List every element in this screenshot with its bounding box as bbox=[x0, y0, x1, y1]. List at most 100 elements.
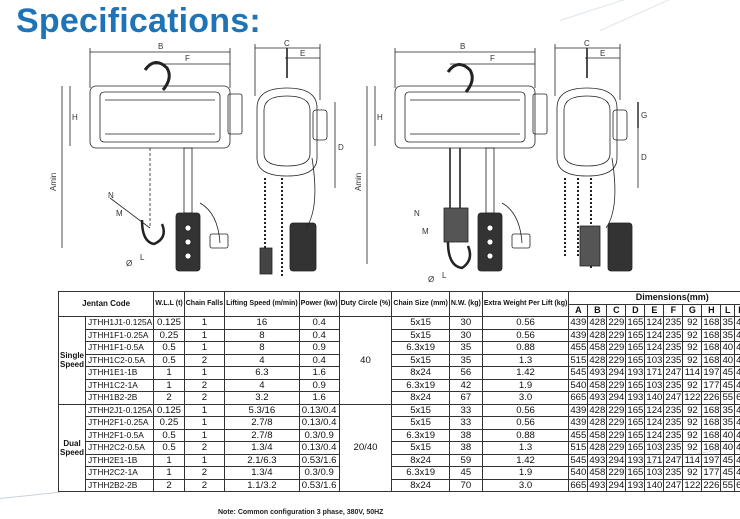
net-weight-value: 35 bbox=[448, 353, 483, 367]
extra-weight-value: 0.88 bbox=[481, 341, 570, 355]
chain-falls-value: 2 bbox=[183, 466, 226, 480]
dimension-l-value: 45 bbox=[720, 466, 736, 480]
dimension-l-value: 55 bbox=[720, 391, 736, 405]
dimension-l-value: 35 bbox=[720, 328, 736, 342]
dimension-d-value: 165 bbox=[625, 416, 646, 430]
dimension-h-value: 168 bbox=[701, 416, 722, 430]
dim-label-f: F bbox=[185, 54, 190, 63]
dimension-a-value: 455 bbox=[568, 428, 589, 442]
dimension-k-value: 45 bbox=[734, 441, 740, 455]
dimension-l-value: 40 bbox=[720, 341, 736, 355]
lifting-speed-value: 16 bbox=[224, 316, 300, 330]
extra-weight-value: 3.0 bbox=[481, 391, 570, 405]
dim-label-phi: Ø bbox=[126, 259, 132, 268]
dimension-b-value: 493 bbox=[587, 366, 608, 380]
model-code: JTHH1F1-0.25A bbox=[85, 328, 155, 342]
dimension-f-value: 235 bbox=[663, 378, 684, 392]
lifting-speed-value: 1.3/4 bbox=[224, 441, 300, 455]
dim-label-b: B bbox=[158, 42, 163, 51]
power-value: 0.4 bbox=[298, 316, 340, 330]
chain-falls-value: 2 bbox=[183, 441, 226, 455]
dim-label-f-right: F bbox=[490, 54, 495, 63]
dimension-columns-row: ABCDEFGHLKMN bbox=[59, 303, 740, 317]
dimension-f-value: 247 bbox=[663, 366, 684, 380]
dim-label-c-right: C bbox=[584, 39, 590, 48]
dimension-e-value: 124 bbox=[644, 316, 665, 330]
dimension-b-value: 428 bbox=[587, 416, 608, 430]
lifting-speed-value: 3.2 bbox=[224, 391, 300, 405]
header-falls: Chain Falls bbox=[183, 291, 226, 317]
model-code: JTHH1B2-2B bbox=[85, 391, 155, 405]
dimension-l-value: 35 bbox=[720, 416, 736, 430]
dimension-c-value: 229 bbox=[606, 466, 627, 480]
hoist-drawings: B F H Amin N M L Ø C E D bbox=[50, 39, 647, 284]
wll-value: 2 bbox=[153, 391, 185, 405]
net-weight-value: 33 bbox=[448, 416, 483, 430]
chain-size-value: 8x24 bbox=[391, 453, 450, 467]
chain-size-value: 6.3x19 bbox=[391, 466, 450, 480]
dimension-g-value: 92 bbox=[682, 316, 703, 330]
dimension-l-value: 35 bbox=[720, 403, 736, 417]
wll-value: 2 bbox=[153, 478, 185, 492]
dimension-header-g: G bbox=[682, 303, 703, 317]
dimension-f-value: 235 bbox=[663, 428, 684, 442]
dim-label-phi-right: Ø bbox=[428, 275, 434, 284]
extra-weight-value: 0.56 bbox=[481, 416, 570, 430]
power-value: 0.13/0.4 bbox=[298, 403, 340, 417]
dimension-b-value: 493 bbox=[587, 478, 608, 492]
dimension-h-value: 168 bbox=[701, 353, 722, 367]
dimension-c-value: 229 bbox=[606, 353, 627, 367]
dimension-l-value: 45 bbox=[720, 453, 736, 467]
dimension-a-value: 515 bbox=[568, 441, 589, 455]
specifications-table: Jentan Code W.L.L (t) Chain Falls Liftin… bbox=[57, 291, 740, 492]
dimension-e-value: 171 bbox=[644, 366, 665, 380]
dimension-g-value: 92 bbox=[682, 466, 703, 480]
dimension-c-value: 294 bbox=[606, 453, 627, 467]
dimension-g-value: 92 bbox=[682, 353, 703, 367]
wll-value: 0.5 bbox=[153, 353, 185, 367]
chain-size-value: 6.3x19 bbox=[391, 378, 450, 392]
dimension-k-value: 45 bbox=[734, 428, 740, 442]
wll-value: 1 bbox=[153, 378, 185, 392]
dimension-g-value: 92 bbox=[682, 328, 703, 342]
extra-weight-value: 3.0 bbox=[481, 478, 570, 492]
dimension-k-value: 49 bbox=[734, 453, 740, 467]
dimension-e-value: 103 bbox=[644, 353, 665, 367]
dimension-d-value: 165 bbox=[625, 353, 646, 367]
dimension-header-e: E bbox=[644, 303, 665, 317]
chain-size-value: 6.3x19 bbox=[391, 428, 450, 442]
dimension-k-value: 64 bbox=[734, 478, 740, 492]
dimension-header-k: K bbox=[734, 303, 740, 317]
dimension-f-value: 235 bbox=[663, 403, 684, 417]
chain-falls-value: 1 bbox=[183, 366, 226, 380]
dimension-f-value: 247 bbox=[663, 391, 684, 405]
lifting-speed-value: 6.3 bbox=[224, 366, 300, 380]
dimension-d-value: 165 bbox=[625, 466, 646, 480]
model-code: JTHH2B2-2B bbox=[85, 478, 155, 492]
dimension-e-value: 140 bbox=[644, 478, 665, 492]
dimension-g-value: 92 bbox=[682, 403, 703, 417]
model-code: JTHH2F1-0.25A bbox=[85, 416, 155, 430]
dimension-f-value: 235 bbox=[663, 316, 684, 330]
chain-size-value: 8x24 bbox=[391, 391, 450, 405]
header-dimensions: Dimensions(mm) bbox=[568, 291, 740, 305]
chain-size-value: 5x15 bbox=[391, 441, 450, 455]
dimension-header-d: D bbox=[625, 303, 646, 317]
dimension-d-value: 165 bbox=[625, 341, 646, 355]
chain-size-value: 5x15 bbox=[391, 403, 450, 417]
extra-weight-value: 0.56 bbox=[481, 328, 570, 342]
dimension-a-value: 665 bbox=[568, 478, 589, 492]
dimension-d-value: 193 bbox=[625, 391, 646, 405]
left-side-labels: C E D bbox=[284, 39, 344, 152]
dimension-k-value: 41 bbox=[734, 416, 740, 430]
dimension-h-value: 168 bbox=[701, 328, 722, 342]
dim-label-n-right: N bbox=[414, 209, 420, 218]
dimension-l-value: 40 bbox=[720, 428, 736, 442]
